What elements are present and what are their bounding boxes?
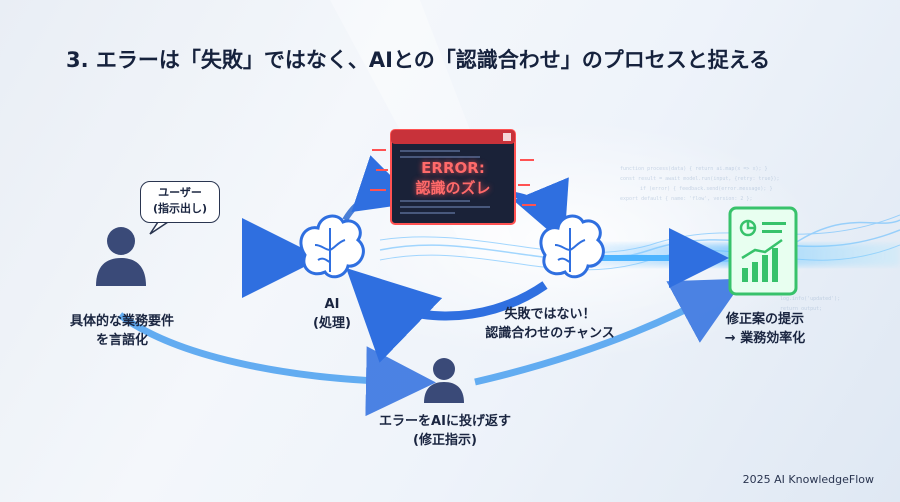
svg-text:export default { name: 'flow',: export default { name: 'flow', version: … [620, 196, 752, 202]
bubble-tail [149, 221, 171, 235]
chance-label-line1: 失敗ではない！ [504, 307, 596, 322]
result-label-line1: 修正案の提示 [725, 312, 804, 327]
result-label-line2: → 業務効率化 [724, 331, 806, 346]
feedback-label: エラーをAIに投げ返す (修正指示) [355, 412, 535, 450]
arrow-error-to-chance [513, 177, 569, 245]
background-code: function process(data) { return ai.map(x… [620, 166, 840, 312]
arrow-chance-to-ai [346, 268, 548, 363]
result-label: 修正案の提示 → 業務効率化 [700, 310, 830, 348]
ai-label: AI (処理) [292, 295, 372, 333]
close-icon [503, 133, 511, 141]
svg-text:return output;: return output; [780, 306, 822, 312]
ai-label-line1: AI [324, 297, 340, 312]
error-line1: ERROR: [421, 159, 485, 177]
feedback-label-line1: エラーをAIに投げ返す [379, 414, 511, 429]
chance-label: 失敗ではない！ 認識合わせのチャンス [455, 305, 645, 343]
arrow-user-to-feedback [117, 312, 436, 417]
user-icon [96, 227, 146, 286]
error-window [370, 129, 536, 225]
feedback-label-line2: (修正指示) [413, 433, 477, 448]
svg-text:function process(data) { retur: function process(data) { return ai.map(x… [620, 166, 768, 172]
bubble-line1: ユーザー [158, 186, 202, 199]
error-line2: 認識のズレ [415, 179, 491, 197]
chance-brain-icon [539, 214, 605, 279]
ai-brain-icon [299, 214, 365, 279]
svg-text:const result = await model.run: const result = await model.run(input, {r… [620, 176, 780, 182]
user-speech-bubble: ユーザー (指示出し) [140, 181, 220, 223]
arrow-feedback-to-result [474, 278, 745, 386]
ai-label-line2: (処理) [313, 316, 351, 331]
chance-label-line2: 認識合わせのチャンス [485, 326, 615, 341]
document-chart-icon [728, 206, 798, 296]
user-label: 具体的な業務要件 を言語化 [52, 312, 192, 350]
error-text: ERROR: 認識のズレ [390, 158, 516, 198]
user-label-line1: 具体的な業務要件 [69, 314, 174, 329]
svg-text:if (error) { feedback.send(err: if (error) { feedback.send(error.message… [640, 186, 772, 192]
feedback-user-icon [424, 358, 464, 403]
bubble-line2: (指示出し) [152, 202, 208, 215]
footer-credit: 2025 AI KnowledgeFlow [742, 473, 874, 486]
page-title: 3. エラーは「失敗」ではなく、AIとの「認識合わせ」のプロセスと捉える [66, 48, 771, 72]
svg-text:log.info('updated');: log.info('updated'); [780, 296, 840, 302]
user-label-line2: を言語化 [95, 333, 148, 348]
